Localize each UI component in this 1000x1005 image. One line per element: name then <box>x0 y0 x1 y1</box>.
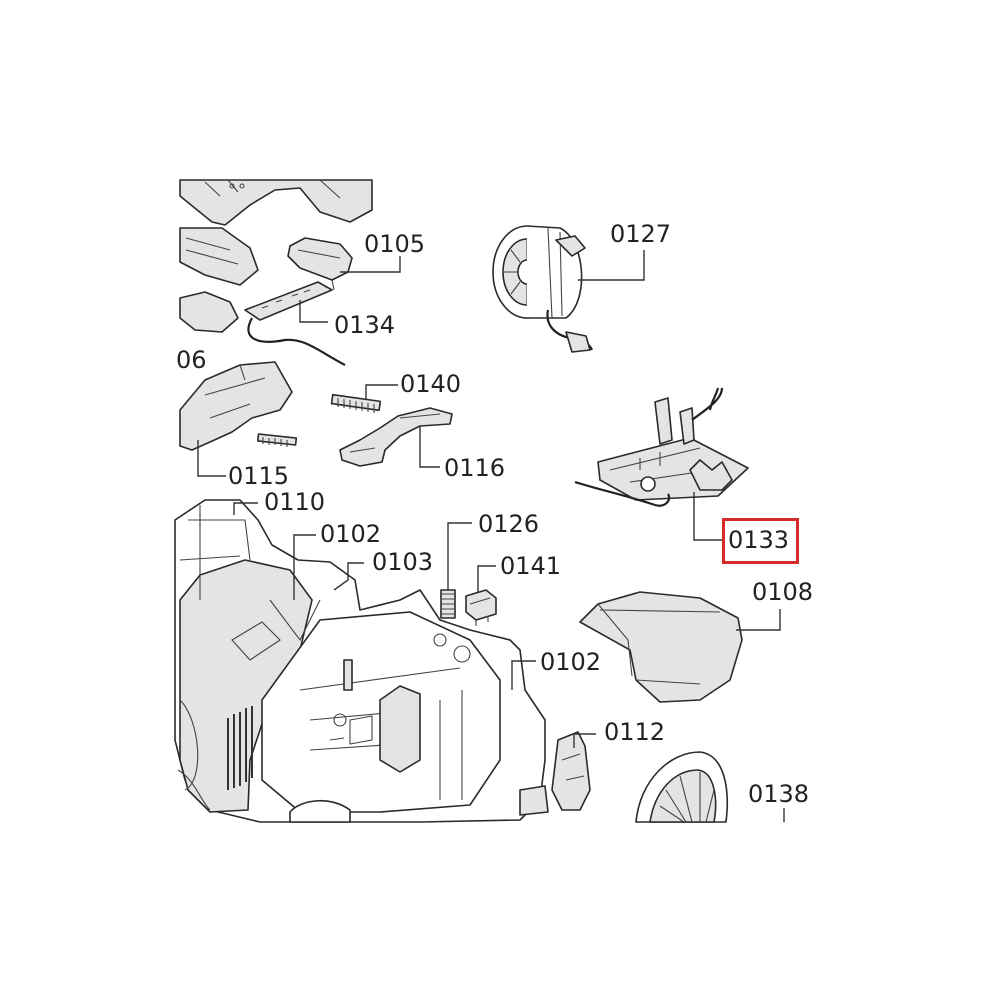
part-label-0141[interactable]: 0141 <box>500 552 562 580</box>
part-label-0105[interactable]: 0105 <box>364 230 426 258</box>
leader-lines <box>197 250 785 822</box>
part-0126-spring <box>440 589 456 619</box>
part-0133-electronic-module <box>574 387 749 507</box>
part-0108-lid <box>579 591 743 703</box>
part-label-0110[interactable]: 0110 <box>264 488 326 516</box>
part-0112-latch <box>551 731 591 811</box>
part-label-06[interactable]: 06 <box>176 346 207 374</box>
part-label-0134[interactable]: 0134 <box>334 311 396 339</box>
part-label-0127[interactable]: 0127 <box>610 220 672 248</box>
main-body-chassis <box>174 499 549 823</box>
part-label-0103[interactable]: 0103 <box>372 548 434 576</box>
part-0134-control-board <box>244 281 346 366</box>
part-label-0140[interactable]: 0140 <box>400 370 462 398</box>
part-0115-spring <box>256 433 298 447</box>
part-0138-wheel <box>635 751 729 823</box>
part-0140-spring <box>330 393 382 413</box>
part-label-0115[interactable]: 0115 <box>228 462 290 490</box>
part-0141-switch <box>465 589 497 626</box>
part-label-0126[interactable]: 0126 <box>478 510 540 538</box>
part-label-0102-top[interactable]: 0102 <box>320 520 382 548</box>
part-label-0133[interactable]: 0133 <box>728 526 790 554</box>
part-label-0102-body[interactable]: 0102 <box>540 648 602 676</box>
part-0105-button <box>287 237 353 291</box>
top-housing-fragment <box>179 179 373 333</box>
part-label-0112[interactable]: 0112 <box>604 718 666 746</box>
part-label-0108[interactable]: 0108 <box>752 578 814 606</box>
part-0116-release-lever <box>339 407 453 467</box>
vent-grille <box>227 706 253 790</box>
part-0127-cable-reel <box>492 225 594 353</box>
part-label-0138[interactable]: 0138 <box>748 780 810 808</box>
part-06-partial-cover <box>179 361 293 451</box>
part-label-0116[interactable]: 0116 <box>444 454 506 482</box>
